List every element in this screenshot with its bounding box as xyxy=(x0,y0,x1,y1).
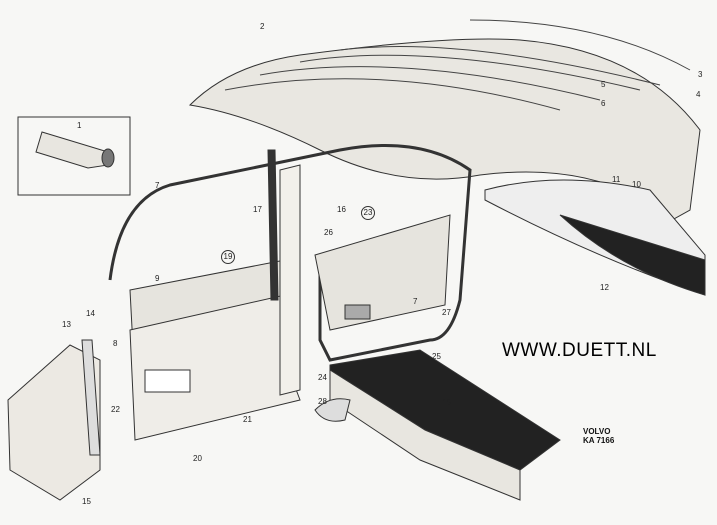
b-pillar xyxy=(279,164,301,396)
part-label: 14 xyxy=(86,309,95,318)
part-label: 25 xyxy=(432,352,441,361)
part-label: 26 xyxy=(324,228,333,237)
part-label: 16 xyxy=(337,205,346,214)
part-label: 23 xyxy=(361,206,375,220)
part-label: 24 xyxy=(318,373,327,382)
part-label: 28 xyxy=(318,397,327,406)
brand-stamp: VOLVO KA 7166 xyxy=(583,427,614,445)
part-label: 8 xyxy=(113,339,118,348)
part-label: 2 xyxy=(260,22,265,31)
diagram-code: KA 7166 xyxy=(583,436,615,445)
brand-name: VOLVO xyxy=(583,427,611,436)
upholstery-roll xyxy=(35,131,115,169)
part-label: 7 xyxy=(155,181,160,190)
part-label: 17 xyxy=(253,205,262,214)
part-label: 22 xyxy=(111,405,120,414)
side-panel xyxy=(7,344,101,501)
part-label: 12 xyxy=(600,283,609,292)
part-label: 15 xyxy=(82,497,91,506)
part-label: 5 xyxy=(601,80,606,89)
part-label: 3 xyxy=(698,70,703,79)
part-label: 27 xyxy=(442,308,451,317)
part-label: 11 xyxy=(612,175,621,184)
inset-box xyxy=(17,116,131,196)
part-label: 19 xyxy=(221,250,235,264)
part-label: 18 xyxy=(442,398,451,407)
headliner xyxy=(188,38,701,221)
part-label: 4 xyxy=(696,90,701,99)
part-label: 10 xyxy=(632,180,641,189)
door-frame xyxy=(108,144,472,362)
part-label: 1 xyxy=(77,121,82,130)
part-label: 7 xyxy=(413,297,418,306)
part-label: 20 xyxy=(193,454,202,463)
part-label: 6 xyxy=(601,99,606,108)
watermark-url: WWW.DUETT.NL xyxy=(502,340,657,361)
part-label: 21 xyxy=(243,415,252,424)
part-label: 13 xyxy=(62,320,71,329)
part-label: 9 xyxy=(155,274,160,283)
